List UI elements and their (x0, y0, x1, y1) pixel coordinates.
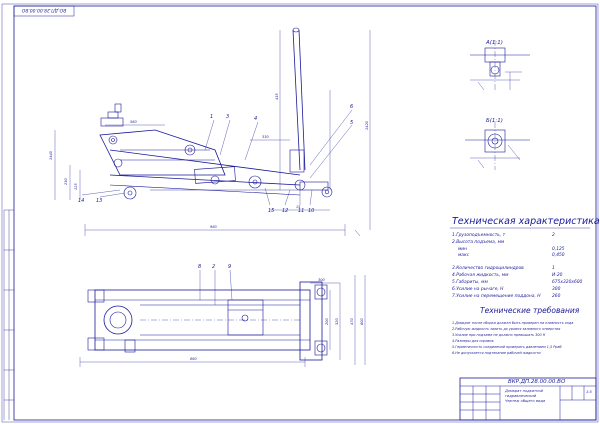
dim-side-8: 15 (296, 205, 301, 209)
section-b-title: Б(1:1) (486, 118, 503, 124)
side-view (54, 27, 371, 237)
spec-value: 0,125 (552, 247, 565, 252)
callout-12: 12 (282, 208, 288, 214)
dim-side-3: 125 (74, 183, 78, 190)
callout-11: 11 (298, 208, 304, 214)
spec-label: макс (458, 253, 470, 258)
callout-1: 1 (210, 114, 213, 120)
callout-13: 13 (96, 198, 102, 204)
dim-side-4: 435 (275, 93, 279, 100)
plan-view (79, 269, 366, 367)
spec-label: 7.Усилие на перемещение поддона, Н (452, 294, 541, 299)
outer-border (1, 3, 599, 423)
section-b-view (465, 122, 530, 170)
spec-value: 1 (552, 266, 555, 271)
callout-8: 8 (198, 264, 201, 270)
callout-14: 14 (78, 198, 84, 204)
callout-9: 9 (228, 264, 231, 270)
dim-side-5: 330 (262, 135, 269, 139)
requirement-item: 2.Рабочую жидкость залить до уровня зали… (452, 327, 561, 331)
dim-side-0: 1440 (49, 150, 53, 160)
inner-frame (13, 5, 597, 421)
section-a-view (470, 40, 530, 91)
spec-label: 2.Высота подъема, мм (452, 240, 505, 245)
requirement-item: 1.Домкрат после сборки должен быть прове… (452, 321, 574, 325)
spec-value: И-20 (552, 273, 563, 278)
callout-4: 4 (254, 116, 257, 122)
specs-title: Техническая характеристика (452, 216, 600, 227)
requirement-item: 4.Размеры для справок (452, 339, 494, 343)
callout-5: 5 (350, 120, 353, 126)
corner-code-box (13, 5, 75, 17)
dim-side-1: 560 (130, 120, 137, 124)
dim-plan-5: 300 (318, 278, 325, 282)
dim-plan-4: 860 (190, 357, 197, 361)
callout-6: 6 (350, 104, 353, 110)
spec-value: 675х320х600 (552, 280, 583, 285)
spec-label: 4.Рабочая жидкость, мм (452, 273, 509, 278)
title-name-line1: Домкрат подкатной (505, 389, 543, 393)
dim-side-2: 230 (64, 178, 68, 185)
dim-side-6: 980 (210, 225, 217, 229)
dim-side-7: 1420 (365, 120, 369, 130)
title-block (459, 377, 597, 421)
requirement-item: 3.Усилие при подъеме не должно превышать… (452, 333, 546, 337)
stamp-code: ВКР.ДП.28.00.00.ВО (508, 379, 566, 385)
spec-value: 300 (552, 287, 561, 292)
callout-15: 15 (268, 208, 274, 214)
section-a-title: А(1:1) (485, 40, 503, 46)
spec-label: 1.Грузоподъемность, т (452, 233, 506, 238)
spec-label: 3.Количество гидроцилиндров (452, 266, 524, 271)
title-name-line2: гидравлический (505, 394, 537, 398)
spec-value: 260 (552, 294, 561, 299)
requirements-title: Технические требования (480, 306, 580, 315)
spec-label: мин (458, 247, 468, 252)
dim-plan-0: 200 (325, 318, 329, 325)
requirement-item: 6.Не допускается подтекание рабочей жидк… (452, 351, 541, 355)
spec-label: 6.Усилие на рычаге, Н (452, 287, 504, 292)
callout-10: 10 (308, 208, 314, 214)
dim-plan-2: 470 (350, 318, 354, 325)
corner-code: ВО.ДП.28.00.00.ВО (21, 7, 66, 13)
requirement-item: 5.Герметичность соединений проверить дав… (452, 345, 562, 349)
dim-plan-1: 320 (335, 318, 339, 325)
scale-value: 1:5 (586, 390, 592, 394)
callout-2: 2 (212, 264, 215, 270)
spec-value: 0,450 (552, 253, 565, 258)
binding-strip (3, 209, 14, 420)
dim-plan-3: 600 (360, 318, 364, 325)
title-name-line3: Чертеж общего вида (505, 399, 546, 403)
spec-label: 5.Габариты, мм (452, 280, 488, 285)
callout-3: 3 (226, 114, 229, 120)
spec-value: 2 (552, 233, 555, 238)
